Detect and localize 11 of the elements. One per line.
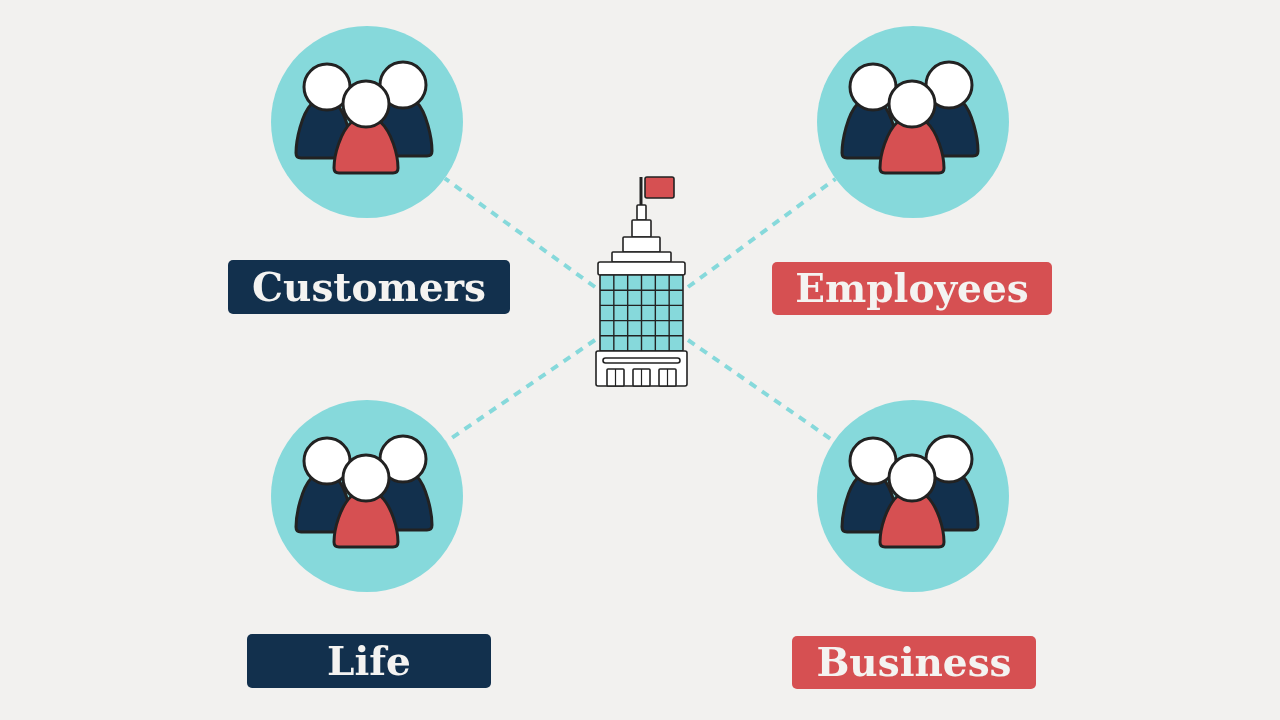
people-group-icon bbox=[817, 26, 1009, 218]
category-label: Employees bbox=[772, 262, 1052, 315]
category-label: Customers bbox=[228, 260, 510, 314]
people-group-icon bbox=[271, 400, 463, 592]
dashed-connector bbox=[443, 176, 597, 289]
people-group-icon bbox=[817, 400, 1009, 592]
people-group-icon bbox=[271, 26, 463, 218]
category-label: Life bbox=[247, 634, 491, 688]
category-label: Business bbox=[792, 636, 1036, 689]
dashed-connector bbox=[686, 177, 837, 289]
office-building-icon bbox=[595, 175, 688, 387]
